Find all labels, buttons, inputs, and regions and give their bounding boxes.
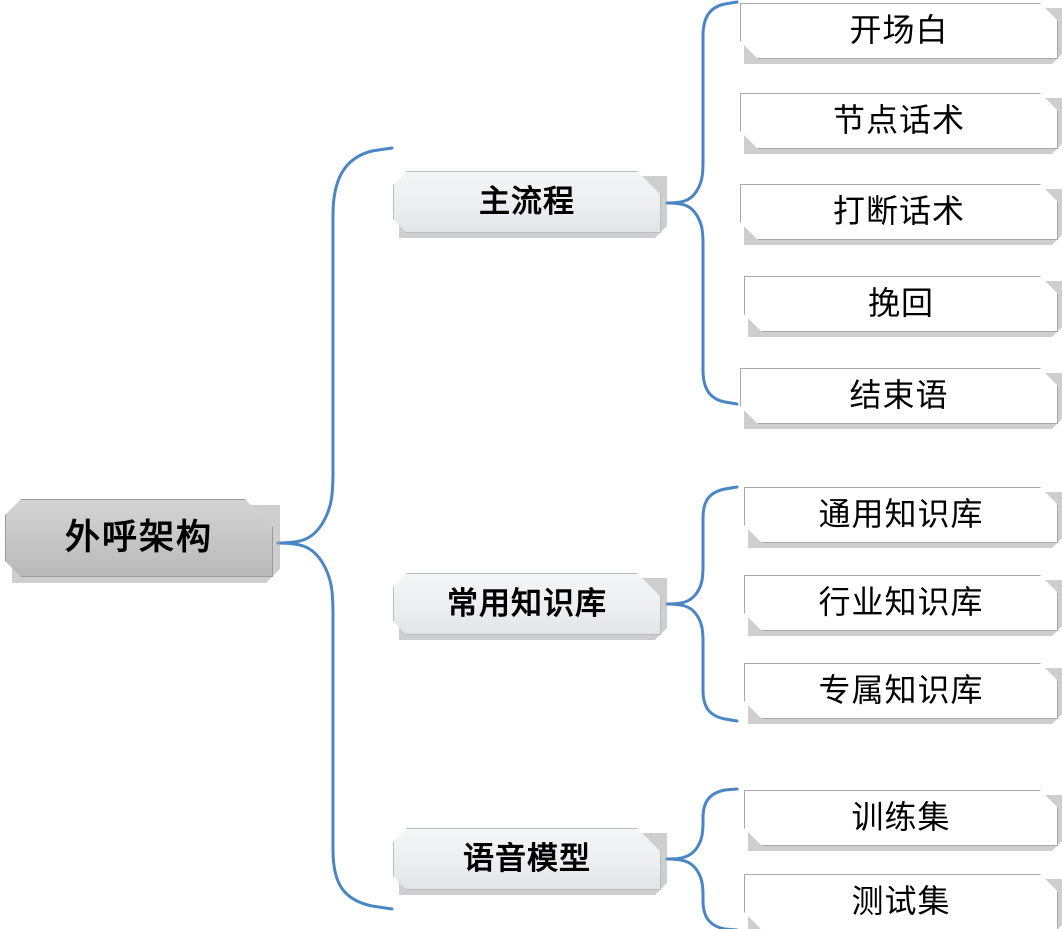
branch-node-main-process[interactable]: 主流程 xyxy=(393,171,661,233)
branch-node-label: 主流程 xyxy=(479,183,575,220)
branch-node-knowledge-base[interactable]: 常用知识库 xyxy=(393,573,661,635)
leaf-node-general-kb[interactable]: 通用知识库 xyxy=(744,487,1058,543)
branch-brace-2b xyxy=(665,602,739,723)
leaf-node-interrupt-script[interactable]: 打断话术 xyxy=(740,184,1058,240)
leaf-node-label: 训练集 xyxy=(851,798,951,837)
leaf-node-label: 开场白 xyxy=(849,11,949,50)
leaf-node-label: 挽回 xyxy=(867,284,934,323)
branch-node-label: 常用知识库 xyxy=(447,585,607,622)
root-node[interactable]: 外呼架构 xyxy=(5,499,273,577)
root-node-label: 外呼架构 xyxy=(64,517,213,558)
leaf-node-test-set[interactable]: 测试集 xyxy=(744,874,1058,929)
leaf-node-training-set[interactable]: 训练集 xyxy=(744,790,1058,846)
leaf-node-label: 专属知识库 xyxy=(818,671,984,710)
leaf-node-label: 节点话术 xyxy=(832,101,965,140)
branch-brace-1b xyxy=(665,201,739,406)
leaf-node-node-script[interactable]: 节点话术 xyxy=(740,93,1058,149)
root-brace-connector-mid xyxy=(276,541,394,911)
branch-brace-3 xyxy=(665,787,739,861)
branch-node-voice-model[interactable]: 语音模型 xyxy=(393,828,661,890)
leaf-node-label: 结束语 xyxy=(849,376,949,415)
leaf-node-label: 测试集 xyxy=(851,882,951,921)
leaf-node-retain[interactable]: 挽回 xyxy=(744,276,1058,332)
leaf-node-exclusive-kb[interactable]: 专属知识库 xyxy=(744,663,1058,719)
branch-brace-2 xyxy=(665,485,739,606)
leaf-node-opening[interactable]: 开场白 xyxy=(740,3,1058,59)
branch-brace-3b xyxy=(665,857,739,929)
leaf-node-label: 行业知识库 xyxy=(818,583,984,622)
branch-brace-1 xyxy=(665,0,739,205)
leaf-node-label: 通用知识库 xyxy=(818,495,984,534)
leaf-node-label: 打断话术 xyxy=(832,192,965,231)
leaf-node-closing[interactable]: 结束语 xyxy=(740,368,1058,424)
branch-node-label: 语音模型 xyxy=(463,840,591,877)
root-brace-connector xyxy=(276,146,394,545)
leaf-node-industry-kb[interactable]: 行业知识库 xyxy=(744,575,1058,631)
